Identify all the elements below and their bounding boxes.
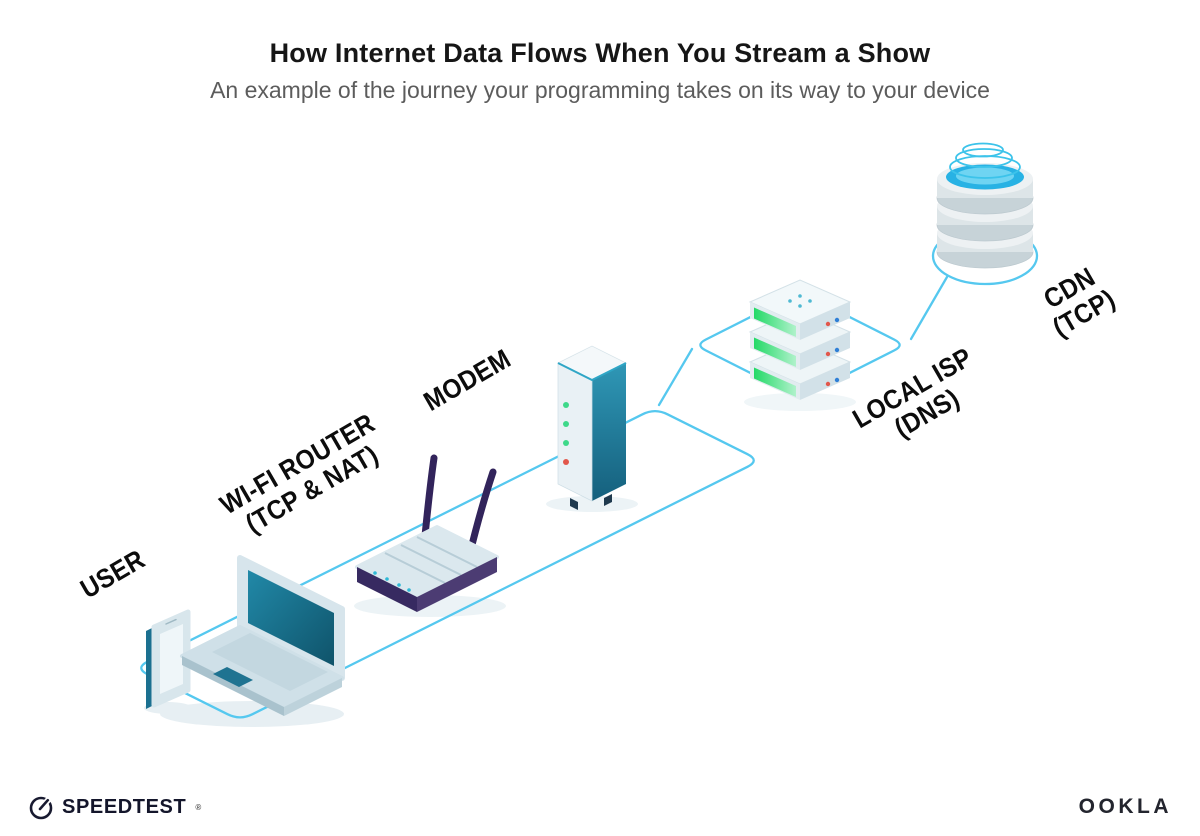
isp-server-icon bbox=[748, 279, 852, 400]
modem-icon bbox=[557, 345, 627, 510]
page-subtitle: An example of the journey your programmi… bbox=[210, 77, 990, 103]
footer: SPEEDTEST ® OOKLA bbox=[0, 794, 1200, 820]
server-vent-dots bbox=[788, 294, 812, 308]
laptop-icon bbox=[180, 555, 345, 716]
header: How Internet Data Flows When You Stream … bbox=[0, 38, 1200, 104]
speedtest-gauge-icon bbox=[29, 796, 53, 820]
cdn-swirl-rings bbox=[949, 142, 1021, 179]
wifi-router-icon bbox=[355, 454, 499, 612]
speedtest-reg-mark: ® bbox=[195, 802, 202, 812]
laptop-trackpad bbox=[213, 667, 253, 687]
speedtest-logo: SPEEDTEST ® bbox=[28, 794, 202, 820]
path-loop-user-modem bbox=[140, 410, 755, 719]
smartphone-icon bbox=[146, 609, 191, 709]
cdn-database-icon bbox=[936, 142, 1034, 269]
page-title: How Internet Data Flows When You Stream … bbox=[269, 38, 931, 68]
speedtest-wordmark: SPEEDTEST bbox=[62, 795, 187, 818]
ookla-logo: OOKLA bbox=[1078, 795, 1172, 818]
modem-status-leds bbox=[563, 402, 569, 465]
connector-isp-cdn bbox=[909, 275, 949, 341]
connector-modem-isp bbox=[657, 347, 694, 407]
router-status-leds bbox=[373, 571, 411, 592]
server-unit bbox=[748, 279, 852, 340]
